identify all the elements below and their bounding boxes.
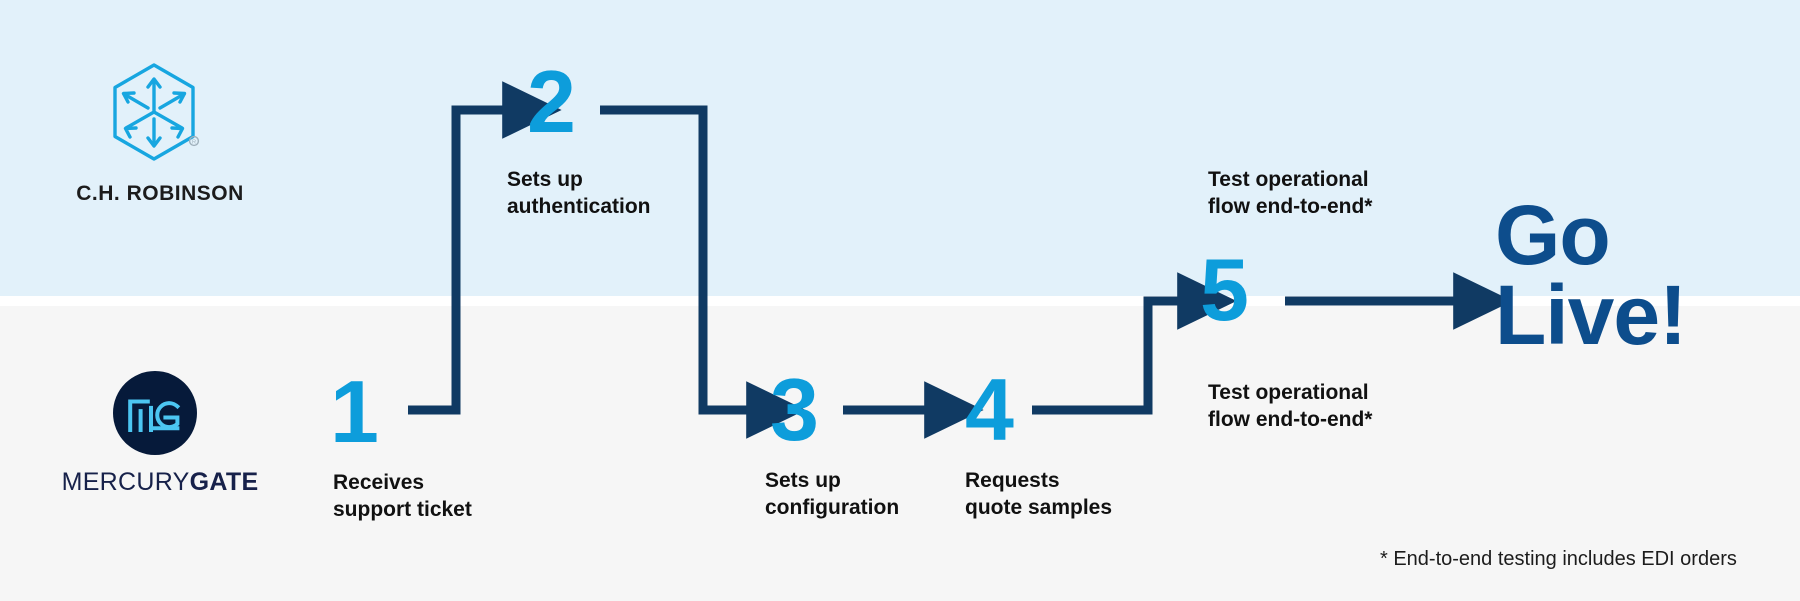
- step-label-5-below-line1: Test operational: [1208, 381, 1369, 404]
- lane-band-divider: [0, 296, 1800, 306]
- step-label-5-below-line2: flow end-to-end*: [1208, 407, 1373, 431]
- step-number-4: 4: [965, 360, 1014, 459]
- step-label-3: Sets up configuration: [765, 468, 995, 522]
- step-label-5-above-line1: Test operational: [1208, 168, 1369, 191]
- step-label-2-line2: authentication: [507, 194, 651, 218]
- go-live-line2: Live!: [1495, 267, 1687, 362]
- step-label-3-line1: Sets up: [765, 469, 841, 492]
- step-label-5-above-line2: flow end-to-end*: [1208, 194, 1373, 218]
- step-label-1: Receives support ticket: [333, 470, 563, 524]
- mercurygate-wordmark: MERCURYGATE: [52, 468, 268, 497]
- step-label-5-above: Test operational flow end-to-end*: [1208, 167, 1468, 221]
- step-label-4-line1: Requests: [965, 469, 1060, 492]
- step-label-1-line2: support ticket: [333, 497, 472, 521]
- step-label-1-line1: Receives: [333, 471, 425, 494]
- step-label-2-line1: Sets up: [507, 168, 583, 191]
- ch-robinson-logo-icon: R: [108, 62, 200, 162]
- step-number-2: 2: [527, 52, 576, 151]
- go-live-callout: Go Live!: [1495, 188, 1795, 362]
- svg-text:R: R: [192, 140, 196, 146]
- step-label-4-line2: quote samples: [965, 495, 1113, 519]
- mercurygate-wordmark-bold: GATE: [189, 468, 259, 496]
- mercurygate-wordmark-light: MERCURY: [61, 468, 190, 496]
- step-number-5: 5: [1200, 240, 1249, 339]
- lane-band-top: [0, 0, 1800, 296]
- step-label-3-line2: configuration: [765, 495, 900, 519]
- step-label-4: Requests quote samples: [965, 468, 1215, 522]
- lane-band-bottom: [0, 306, 1800, 601]
- mercurygate-logo-icon: [113, 371, 197, 455]
- step-number-1: 1: [330, 362, 379, 461]
- step-label-5-below: Test operational flow end-to-end*: [1208, 380, 1468, 434]
- ch-robinson-wordmark: C.H. ROBINSON: [76, 182, 244, 205]
- footnote-text: * End-to-end testing includes EDI orders: [1380, 548, 1737, 570]
- step-number-3: 3: [770, 360, 819, 459]
- go-live-line1: Go: [1495, 188, 1611, 282]
- step-label-2: Sets up authentication: [507, 167, 737, 221]
